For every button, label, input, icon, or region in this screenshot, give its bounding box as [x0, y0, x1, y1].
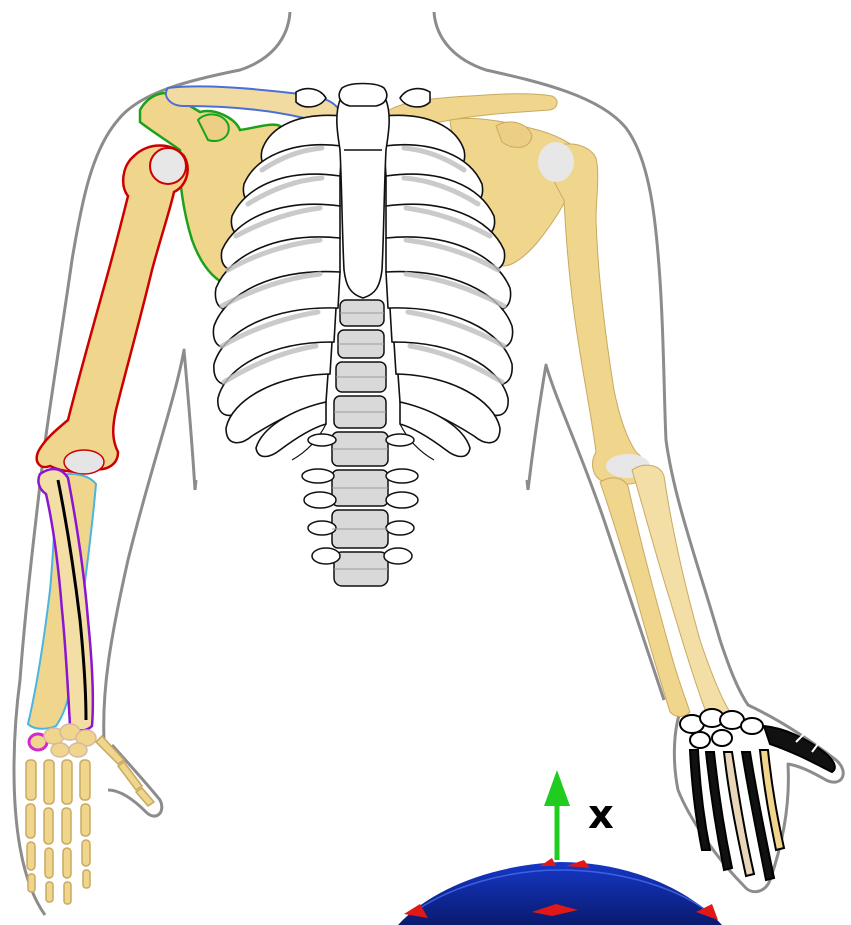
axis-gizmo: x [544, 770, 614, 860]
axis-label: x [588, 792, 614, 838]
sternum [337, 94, 389, 298]
arrow-up-icon [544, 770, 570, 806]
right-hand [680, 709, 835, 880]
left-hand [26, 724, 154, 904]
cervical-vertebra [339, 84, 387, 107]
viewport-sphere [398, 858, 722, 925]
